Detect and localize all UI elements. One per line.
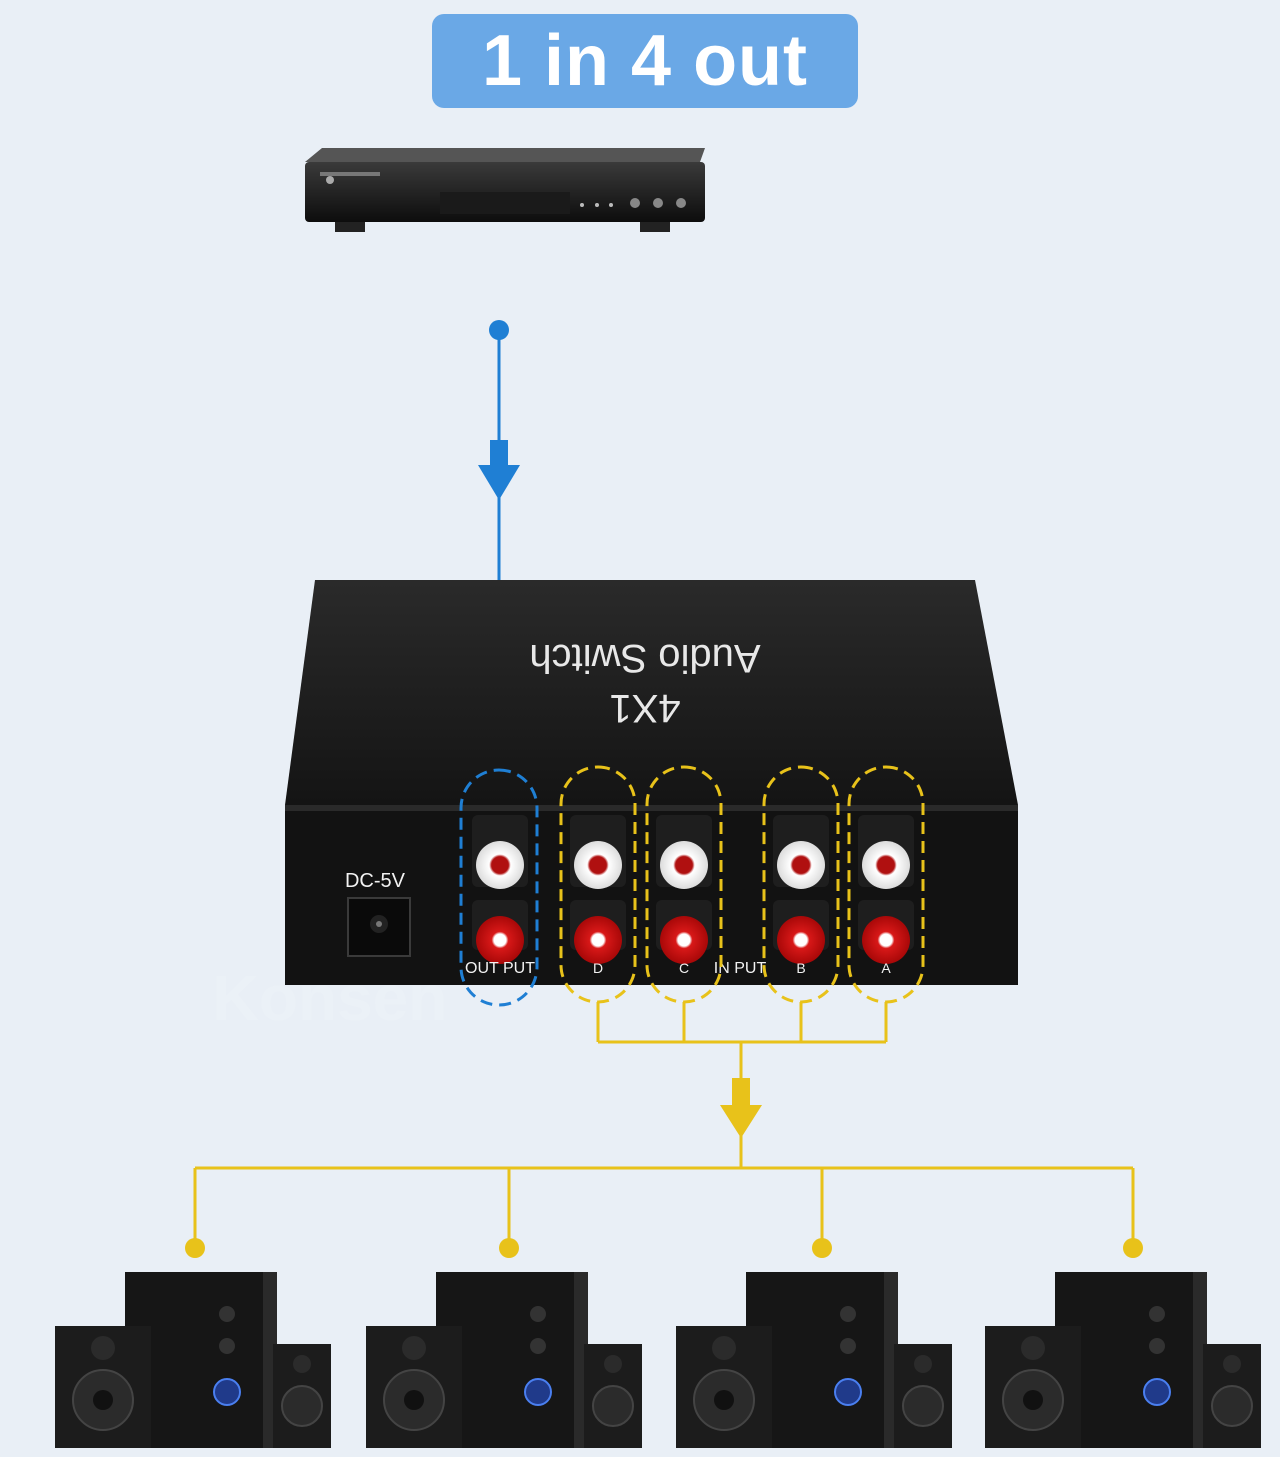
input-jack-pair-b [773, 815, 829, 964]
port-letter-b: B [796, 960, 805, 976]
port-letter-c: C [679, 960, 689, 976]
title-text: 1 in 4 out [481, 21, 809, 101]
rca-white-icon [777, 841, 825, 889]
output-port-label: OUT PUT [465, 960, 535, 977]
input-arrow-icon [478, 465, 520, 500]
speaker-set-icon-2 [366, 1272, 642, 1448]
input-jack-pair-a [858, 815, 914, 964]
input-jack-pair-c [656, 815, 712, 964]
output-highlight [459, 768, 539, 1007]
switch-label-name: Audio Switch [529, 636, 760, 680]
output-arrow-icon [720, 1105, 762, 1138]
rca-red-icon [862, 916, 910, 964]
rca-red-icon [574, 916, 622, 964]
rca-white-icon [660, 841, 708, 889]
speaker-set-icon-3 [676, 1272, 952, 1448]
output-jack-pair [472, 815, 528, 964]
audio-switch-device: 4X1 Audio Switch DC-5V [285, 580, 1018, 985]
port-letter-d: D [593, 960, 603, 976]
speaker-set-icon-1 [55, 1272, 331, 1448]
rca-white-icon [574, 841, 622, 889]
blu-ray-player-icon [305, 148, 705, 232]
speaker-set-icon-4 [985, 1272, 1261, 1448]
rca-red-icon [777, 916, 825, 964]
rca-red-icon [476, 916, 524, 964]
watermark: Konsen [213, 962, 448, 1034]
title-badge: 1 in 4 out [432, 14, 858, 108]
rca-white-icon [476, 841, 524, 889]
input-port-label: IN PUT [714, 960, 767, 977]
input-jack-pair-d [570, 815, 626, 964]
output-connections [193, 1002, 1135, 1248]
switch-label-model: 4X1 [609, 686, 680, 730]
power-label: DC-5V [345, 870, 406, 892]
power-jack-icon [347, 897, 411, 957]
rca-red-icon [660, 916, 708, 964]
rca-white-icon [862, 841, 910, 889]
port-letter-a: A [881, 960, 891, 976]
